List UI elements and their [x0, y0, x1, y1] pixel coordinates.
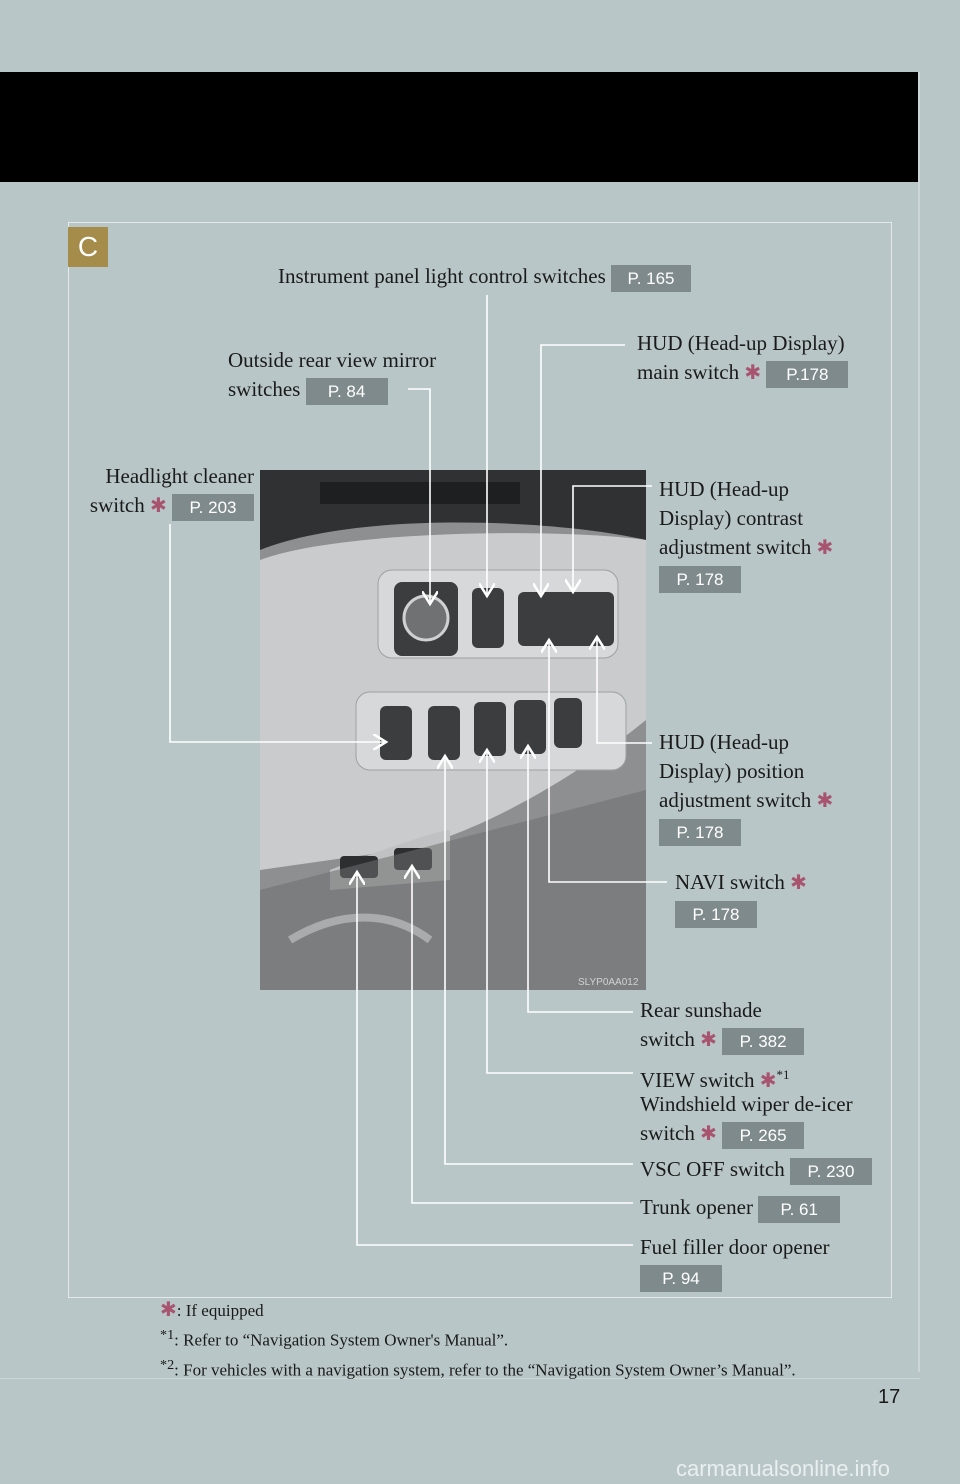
- label-instrument-panel-light: Instrument panel light control switches …: [278, 262, 692, 292]
- label-navi: NAVI switch ✱ P. 178: [675, 868, 807, 928]
- asterisk-icon: ✱: [790, 872, 807, 894]
- label-vsc-off: VSC OFF switch P. 230: [640, 1155, 872, 1185]
- label-hud-main: HUD (Head-up Display) main switch ✱ P.17…: [637, 329, 849, 388]
- asterisk-icon: ✱: [700, 1123, 717, 1145]
- diagram-panel: [68, 222, 892, 1298]
- watermark: carmanualsonline.info: [676, 1456, 891, 1481]
- asterisk-icon: ✱: [149, 495, 167, 517]
- page-ref-94[interactable]: P. 94: [640, 1264, 722, 1292]
- asterisk-icon: ✱: [744, 362, 762, 384]
- page-ref-61[interactable]: P. 61: [758, 1195, 841, 1223]
- page-ref-382[interactable]: P. 382: [722, 1027, 805, 1055]
- page-ref-84[interactable]: P. 84: [305, 377, 388, 405]
- footnote-1: : Refer to “Navigation System Owner's Ma…: [174, 1330, 509, 1350]
- asterisk-icon: ✱: [160, 1299, 177, 1321]
- footnote-equipped: : If equipped: [176, 1301, 264, 1320]
- header-bar: [0, 72, 920, 182]
- page-ref-178-main[interactable]: P.178: [766, 360, 849, 388]
- page-ref-203[interactable]: P. 203: [172, 493, 254, 521]
- label-outside-mirror: Outside rear view mirror switches P. 84: [228, 346, 436, 405]
- label-view-switch: VIEW switch ✱*1: [640, 1067, 790, 1092]
- label-headlight-cleaner: Headlight cleaner switch ✱ P. 203: [86, 462, 254, 521]
- page-edge-line: [918, 72, 920, 1372]
- page-number: 17: [878, 1386, 901, 1408]
- page-ref-165[interactable]: P. 165: [611, 264, 692, 292]
- footnote-2: : For vehicles with a navigation system,…: [174, 1360, 796, 1380]
- asterisk-icon: ✱: [816, 537, 834, 559]
- label-hud-contrast: HUD (Head-up Display) contrast adjustmen…: [659, 475, 833, 593]
- asterisk-icon: ✱: [759, 1070, 777, 1092]
- page-ref-178-contrast[interactable]: P. 178: [659, 565, 741, 593]
- photo-code: SLYP0AA012: [578, 977, 639, 988]
- footnotes: ✱: If equipped *1: Refer to “Navigation …: [160, 1299, 796, 1380]
- asterisk-icon: ✱: [700, 1029, 717, 1051]
- asterisk-icon: ✱: [816, 790, 834, 812]
- label-fuel-filler: Fuel filler door opener P. 94: [640, 1233, 830, 1292]
- section-badge: C: [68, 227, 108, 267]
- switch-panel-photo: SLYP0AA012: [260, 470, 646, 990]
- footer-rule: [0, 1378, 920, 1379]
- label-hud-position: HUD (Head-up Display) position adjustmen…: [659, 728, 833, 846]
- label-trunk-opener: Trunk opener P. 61: [640, 1193, 841, 1223]
- page-ref-230[interactable]: P. 230: [789, 1157, 872, 1185]
- page-ref-265[interactable]: P. 265: [722, 1121, 805, 1149]
- label-wiper-deicer: Windshield wiper de-icer switch ✱ P. 265: [640, 1090, 853, 1149]
- label-rear-sunshade: Rear sunshade switch ✱ P. 382: [640, 996, 805, 1055]
- page-ref-178-navi[interactable]: P. 178: [675, 900, 757, 928]
- page-ref-178-position[interactable]: P. 178: [659, 818, 741, 846]
